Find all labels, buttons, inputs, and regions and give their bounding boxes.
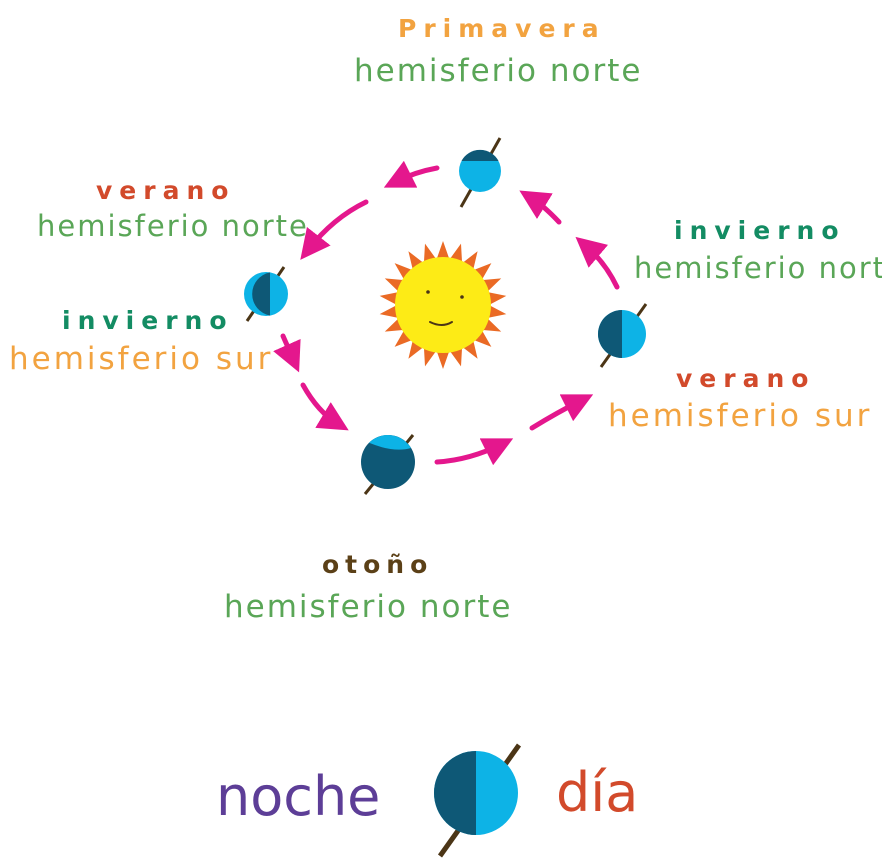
hemisphere-label-bottom: hemisferio norte [224,589,513,625]
sun-icon [379,241,507,369]
arrow-icon [383,160,440,188]
arrow-icon [575,236,620,290]
legend-earth-icon [434,743,522,858]
season-label-bottom: otoño [322,550,434,579]
season-label-top: Primavera [398,14,606,43]
arrow-icon [519,190,562,225]
arrow-icon [300,382,349,431]
arrow-icon [273,333,301,373]
legend-night-label: noche [216,765,381,828]
arrow-icon [300,199,369,260]
earth-icon [598,303,648,368]
season-label-right-upper: invierno [674,216,846,245]
legend-day-label: día [556,761,639,824]
season-label-right-lower: verano [676,364,816,393]
earth-icon [459,137,502,208]
earth-icon [361,434,415,495]
hemisphere-label-top: hemisferio norte [354,53,643,89]
hemisphere-label-left-upper: hemisferio norte [37,209,309,243]
earth-icon [244,266,288,322]
arrow-icon [434,438,514,466]
arrow-icon [529,394,594,431]
hemisphere-label-right-lower: hemisferio sur [608,398,873,434]
season-label-left-lower: invierno [62,306,234,335]
season-label-left-upper: verano [96,176,236,205]
hemisphere-label-left-lower: hemisferio sur [9,341,274,377]
orbit-arrows [273,160,620,466]
hemisphere-label-right-upper: hemisferio norte [634,251,882,285]
